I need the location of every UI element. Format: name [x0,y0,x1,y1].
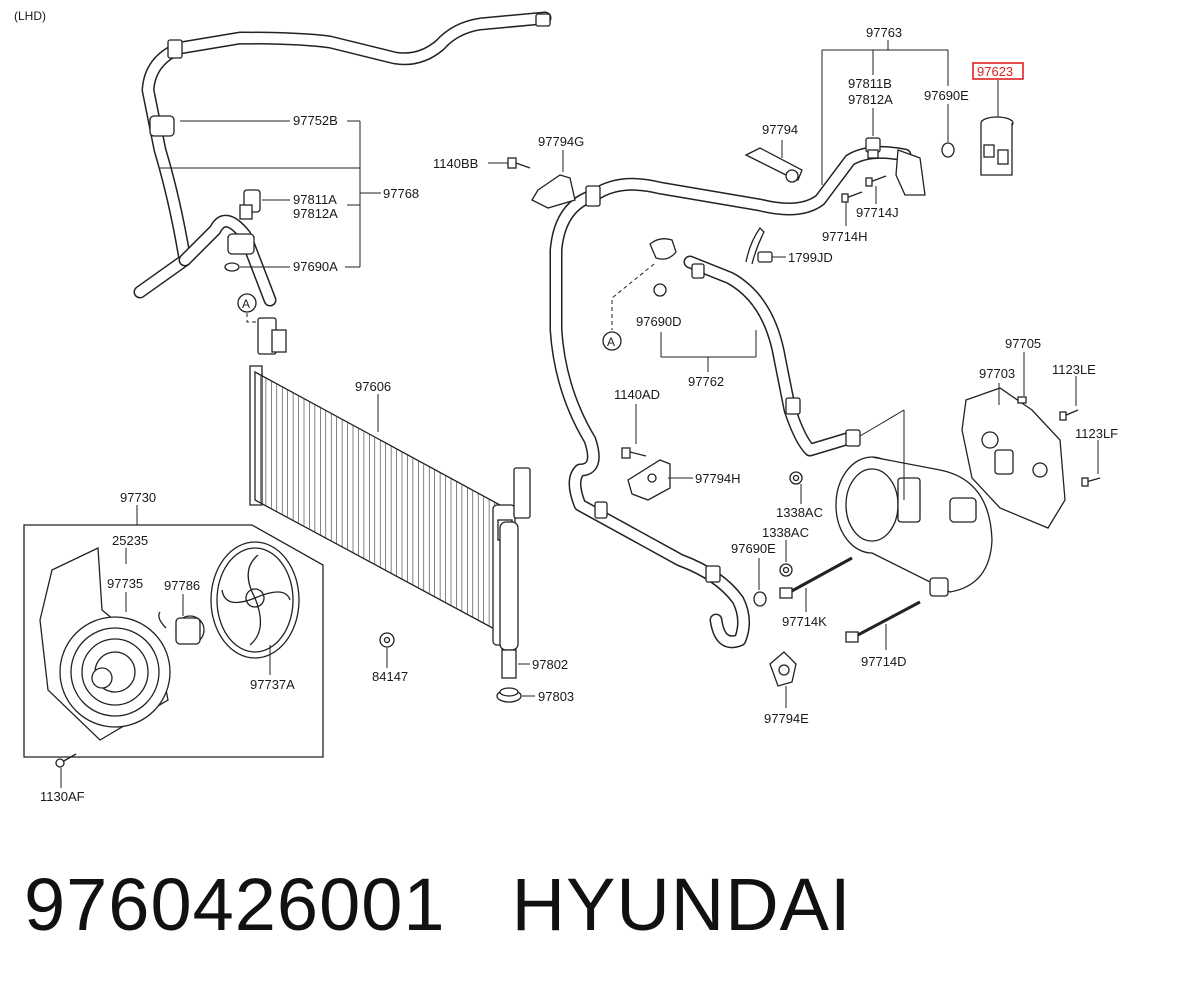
pressure-switch-left [239,189,261,220]
callout-97690E-bottom: 97690E [731,541,776,556]
bolt-97705 [1017,396,1027,404]
bolt-97714H [841,191,863,203]
callout-97623: 97623 [977,64,1013,79]
callout-84147: 84147 [372,669,408,684]
callout-97690A: 97690A [293,259,338,274]
bolt-1140BB [507,157,531,169]
receiver-drier [496,521,522,703]
callout-97714H: 97714H [822,229,868,244]
bolt-1123LF [1081,477,1101,487]
callout-1130AF: 1130AF [40,789,85,804]
o-ring-97690E-bottom [753,591,767,607]
callout-97714D: 97714D [861,654,907,669]
callout-1140AD: 1140AD [614,387,660,402]
part-number: 9760426001 [24,863,446,946]
o-ring-97690A [224,262,240,272]
callout-97703: 97703 [979,366,1015,381]
marker-a-right [602,331,622,351]
o-ring-97690E-top [941,142,955,158]
fan-motor-97786 [158,611,205,645]
svg-text:A: A [607,335,615,349]
nut-1338AC-b [779,563,793,577]
clamp-97794E [769,651,797,687]
callout-1140BB: 1140BB [433,156,478,171]
callout-97690E-top: 97690E [924,88,969,103]
callout-97811A: 97811A [293,192,337,207]
compressor-bracket-97703 [961,387,1066,529]
callout-97768: 97768 [383,186,419,201]
callout-97705: 97705 [1005,336,1041,351]
callout-97737A: 97737A [250,677,295,692]
callout-97794G: 97794G [538,134,584,149]
callout-25235: 25235 [112,533,148,548]
callout-97794: 97794 [762,122,798,137]
fan-blade-97737A [210,541,300,659]
callout-1123LE: 1123LE [1052,362,1096,377]
callout-97786: 97786 [164,578,200,593]
callout-1338AC-a: 1338AC [776,505,823,520]
cable-tie-1799JD [745,226,773,265]
bracket-97794G [531,174,576,209]
callout-97812A-right: 97812A [848,92,893,107]
liquid-hose-97762 [649,238,861,457]
callout-97714K: 97714K [782,614,827,629]
callout-97752B: 97752B [293,113,338,128]
callout-97802: 97802 [532,657,568,672]
bolt-1140AD [621,447,647,459]
variant-label: (LHD) [14,9,46,23]
bolt-1123LE [1059,409,1079,421]
svg-text:A: A [242,297,250,311]
bracket-97794H [627,459,671,501]
footer: 9760426001 HYUNDAI [24,860,1174,950]
discharge-hose [549,145,926,649]
bolt-97714D [845,600,921,643]
fan-assembly-box [23,524,324,758]
clamp-97794 [744,147,803,183]
bolt-97714K [779,556,853,599]
bolt-97714J [865,175,887,187]
callout-1799JD: 1799JD [788,250,833,265]
callout-1123LF: 1123LF [1075,426,1118,441]
fan-shroud [39,546,171,741]
brand-name: HYUNDAI [511,863,852,946]
expansion-valve-97623[interactable] [980,116,1014,176]
callout-97763: 97763 [866,25,902,40]
suction-pipe [133,11,552,307]
callout-97762: 97762 [688,374,724,389]
callout-97690D: 97690D [636,314,682,329]
callout-97735: 97735 [107,576,143,591]
callout-97812A-left: 97812A [293,206,338,221]
compressor [835,456,993,597]
bolt-1130AF [55,753,77,768]
callout-97730: 97730 [120,490,156,505]
callout-97714J: 97714J [856,205,899,220]
callout-1338AC-b: 1338AC [762,525,809,540]
callout-97811B: 97811B [848,76,892,91]
marker-a-left [237,293,257,313]
parts-diagram: (LHD) 97752B 97768 97811A 97812A 97690A … [14,9,1118,804]
callout-97794E: 97794E [764,711,809,726]
callout-97794H: 97794H [695,471,741,486]
o-ring-97690D [653,283,667,297]
washer-84147 [379,632,395,648]
nut-1338AC-a [789,471,803,485]
service-valve-97811B [865,137,881,159]
highlight-box-97623 [972,62,1024,80]
callout-97803: 97803 [538,689,574,704]
callout-97606: 97606 [355,379,391,394]
